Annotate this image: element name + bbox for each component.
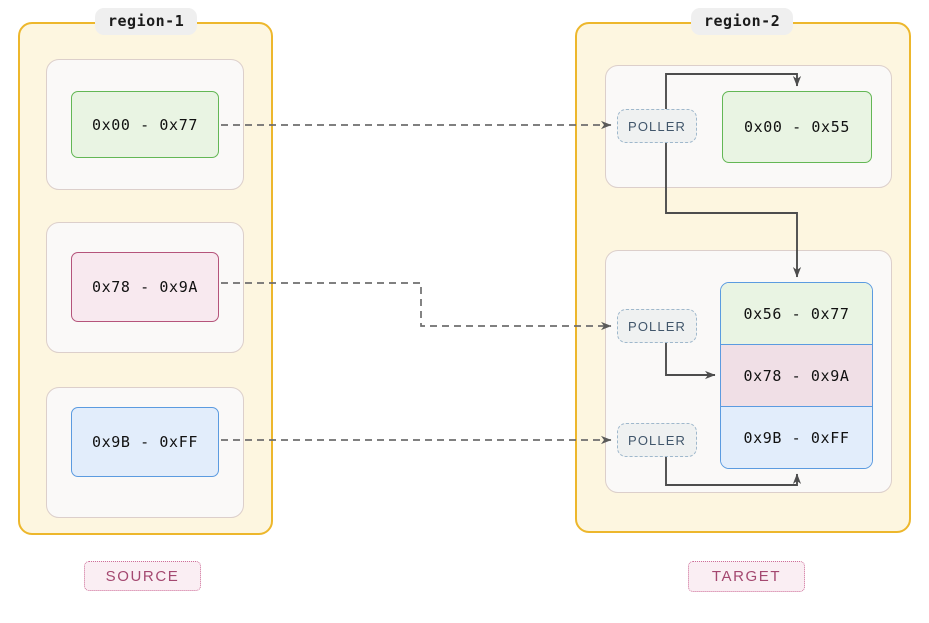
target-stack: 0x56 - 0x77 0x78 - 0x9A 0x9B - 0xFF — [720, 282, 873, 469]
source-block-2[interactable]: 0x9B - 0xFF — [71, 407, 219, 477]
region-2-title: region-2 — [691, 8, 794, 35]
region-1-title: region-1 — [95, 8, 198, 35]
target-stack-seg-2[interactable]: 0x9B - 0xFF — [721, 407, 872, 468]
target-legend-chip: TARGET — [688, 561, 805, 592]
source-legend-chip: SOURCE — [84, 561, 201, 591]
wire-source1-to-poller2 — [221, 282, 612, 331]
source-block-0[interactable]: 0x00 - 0x77 — [71, 91, 219, 158]
source-block-1[interactable]: 0x78 - 0x9A — [71, 252, 219, 322]
target-stack-seg-1[interactable]: 0x78 - 0x9A — [721, 345, 872, 407]
poller-2[interactable]: POLLER — [617, 309, 697, 343]
target-stack-seg-0[interactable]: 0x56 - 0x77 — [721, 283, 872, 345]
poller-1[interactable]: POLLER — [617, 109, 697, 143]
poller-3[interactable]: POLLER — [617, 423, 697, 457]
target-block-top[interactable]: 0x00 - 0x55 — [722, 91, 872, 163]
